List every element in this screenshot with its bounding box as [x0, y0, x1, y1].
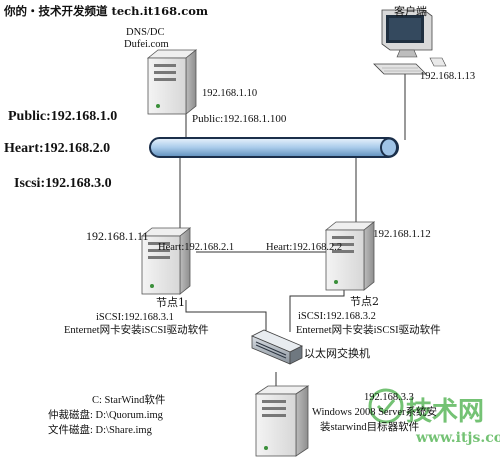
- watermark-url: www.itjs.com: [415, 430, 500, 446]
- network-iscsi-label: Iscsi:192.168.3.0: [14, 176, 112, 191]
- connections: [179, 70, 406, 390]
- storage-software: C: StarWind软件: [92, 393, 165, 406]
- storage-share-disk: 文件磁盘: D:\Share.img: [48, 423, 153, 436]
- watermark-circle-icon: [368, 388, 404, 424]
- node1-iscsi: iSCSI:192.168.3.1: [96, 312, 174, 323]
- storage-os-line1: Windows 2008 Server系统安: [312, 405, 437, 418]
- node1-heart: Heart:192.168.2.1: [158, 242, 234, 253]
- node2-name: 节点2: [350, 295, 379, 308]
- storage-os-line2: 装starwind目标器软件: [320, 420, 419, 433]
- dns-server-icon: [146, 49, 198, 115]
- node2-heart: Heart:192.168.2.2: [266, 242, 342, 253]
- dns-title: DNS/DC: [126, 27, 165, 38]
- ethernet-switch-icon: [251, 329, 303, 365]
- client-label: 客户端: [394, 4, 427, 18]
- network-heart-label: Heart:192.168.2.0: [4, 141, 110, 156]
- node1-nic-note: Enternet网卡安装iSCSI驱动软件: [64, 323, 209, 336]
- node1-server-icon: [140, 227, 192, 295]
- node1-to-switch-line: [185, 300, 267, 332]
- node2-iscsi: iSCSI:192.168.3.2: [298, 311, 376, 322]
- node2-server-icon: [324, 221, 376, 291]
- network-public-label: Public:192.168.1.0: [8, 109, 117, 124]
- labels: 你的・技术开发频道 tech.it168.com DNS/DC Dufei.co…: [3, 4, 475, 436]
- dns-ip: 192.168.1.10: [202, 88, 257, 99]
- network-bus-pipe: [149, 137, 399, 158]
- dns-hostname: Dufei.com: [124, 39, 169, 50]
- switch-label: 以太网交换机: [304, 346, 370, 360]
- network-public-vip: Public:192.168.1.100: [192, 113, 287, 125]
- node2-nic-note: Enternet网卡安装iSCSI驱动软件: [296, 323, 441, 336]
- site-banner: 你的・技术开发频道 tech.it168.com: [3, 4, 208, 18]
- storage-ip: 192.168.3.3: [364, 392, 414, 403]
- node1-public-ip: 192.168.1.11: [86, 229, 149, 243]
- node2-public-ip: 192.168.1.12: [373, 228, 431, 240]
- client-ip: 192.168.1.13: [420, 71, 475, 82]
- storage-quorum-disk: 仲裁磁盘: D:\Quorum.img: [48, 408, 164, 421]
- client-computer-icon: [373, 9, 447, 75]
- storage-server-icon: [254, 385, 310, 457]
- node1-name: 节点1: [156, 296, 185, 309]
- watermark-check-icon: [376, 399, 396, 415]
- watermark-brand: 技术网: [406, 397, 484, 427]
- watermark-logo: 技术网 www.itjs.com: [368, 388, 500, 446]
- node2-to-switch-line: [289, 290, 345, 332]
